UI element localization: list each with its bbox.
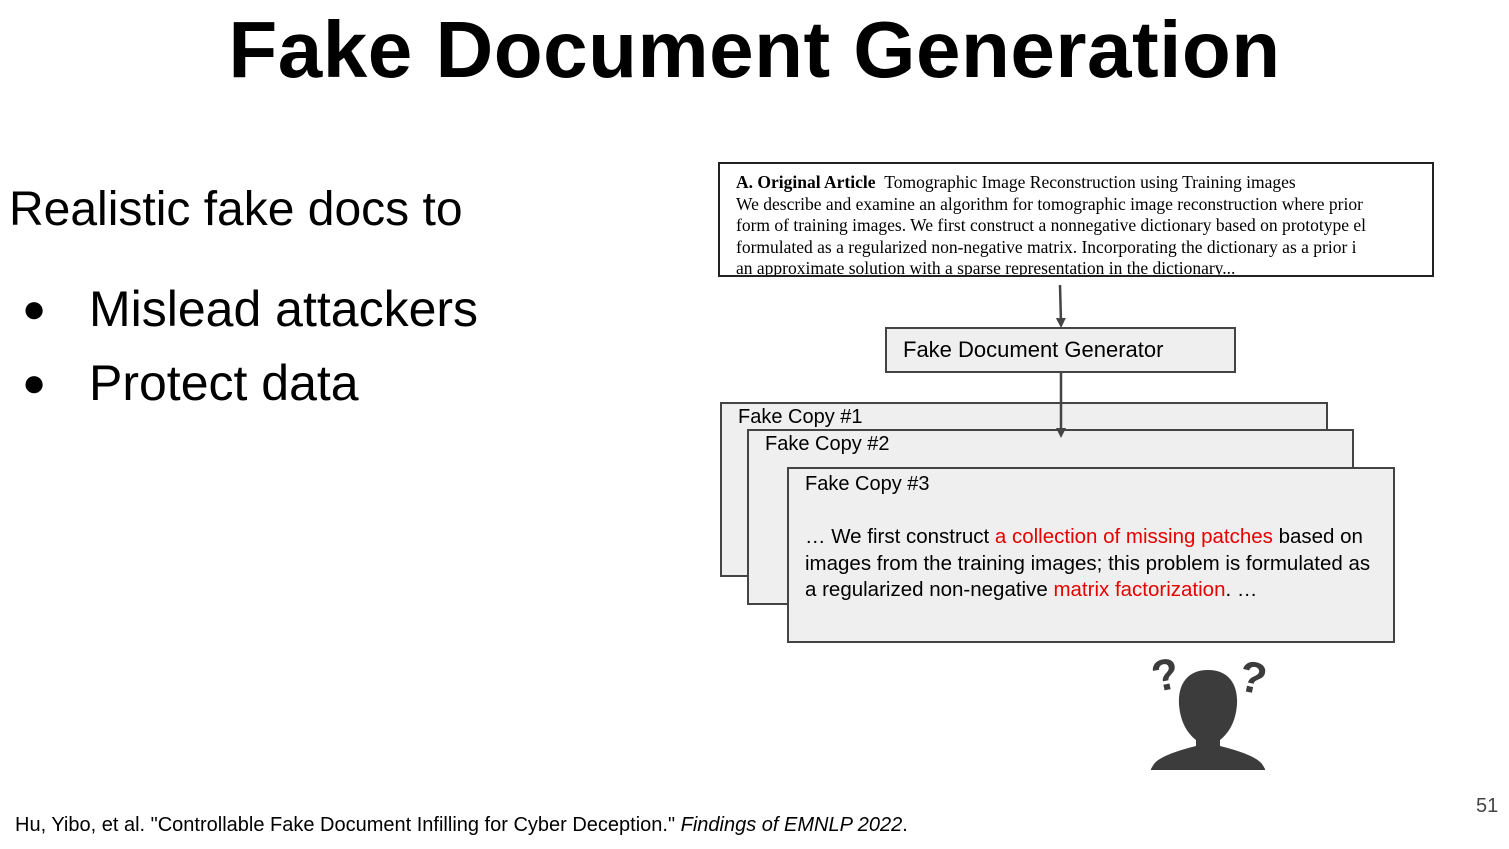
citation-end: . xyxy=(902,814,908,836)
bullet-dot: ● xyxy=(22,287,47,331)
article-line: formulated as a regularized non-negative… xyxy=(736,236,1357,257)
article-heading: Tomographic Image Reconstruction using T… xyxy=(884,172,1296,192)
article-line: We describe and examine an algorithm for… xyxy=(736,193,1363,214)
citation-venue: Findings of EMNLP 2022 xyxy=(680,814,903,836)
fake-copy-text: … We first construct a collection of mis… xyxy=(805,524,1385,604)
intro-text: Realistic fake docs to xyxy=(9,183,463,236)
citation-text: Hu, Yibo, et al. "Controllable Fake Docu… xyxy=(15,814,681,836)
article-label: A. Original Article xyxy=(736,172,876,192)
fake-copy-label: Fake Copy #2 xyxy=(765,433,890,455)
svg-text:?: ? xyxy=(1147,650,1183,702)
fake-copy-label: Fake Copy #1 xyxy=(738,406,863,428)
highlighted-text: matrix factorization xyxy=(1053,578,1226,601)
fake-copy-3: Fake Copy #3 … We first construct a coll… xyxy=(787,467,1395,643)
svg-text:?: ? xyxy=(1235,651,1271,705)
article-heading-line: A. Original Article Tomographic Image Re… xyxy=(736,172,1432,194)
article-line: form of training images. We first constr… xyxy=(736,215,1367,235)
fake-document-generator-box: Fake Document Generator xyxy=(885,327,1236,373)
bullet-text: Protect data xyxy=(89,355,359,411)
fake-copy-label: Fake Copy #3 xyxy=(805,473,930,495)
slide-title: Fake Document Generation xyxy=(228,5,1281,94)
article-line: an approximate solution with a sparse re… xyxy=(736,258,1236,277)
copy-text-part: based on images from the training images… xyxy=(805,525,1371,601)
bullet-text: Mislead attackers xyxy=(89,281,479,337)
original-article-box: A. Original Article Tomographic Image Re… xyxy=(718,162,1434,277)
arrow-article-to-generator xyxy=(1055,284,1066,328)
copy-text-part: … We first construct xyxy=(805,525,995,548)
confused-person-icon: ? ? xyxy=(1147,650,1271,770)
page-number: 51 xyxy=(1476,795,1499,817)
copy-text-part: . … xyxy=(1225,578,1258,601)
bullet-dot: ● xyxy=(22,361,47,405)
citation: Hu, Yibo, et al. "Controllable Fake Docu… xyxy=(15,814,908,837)
highlighted-text: a collection of missing patches xyxy=(994,525,1273,548)
